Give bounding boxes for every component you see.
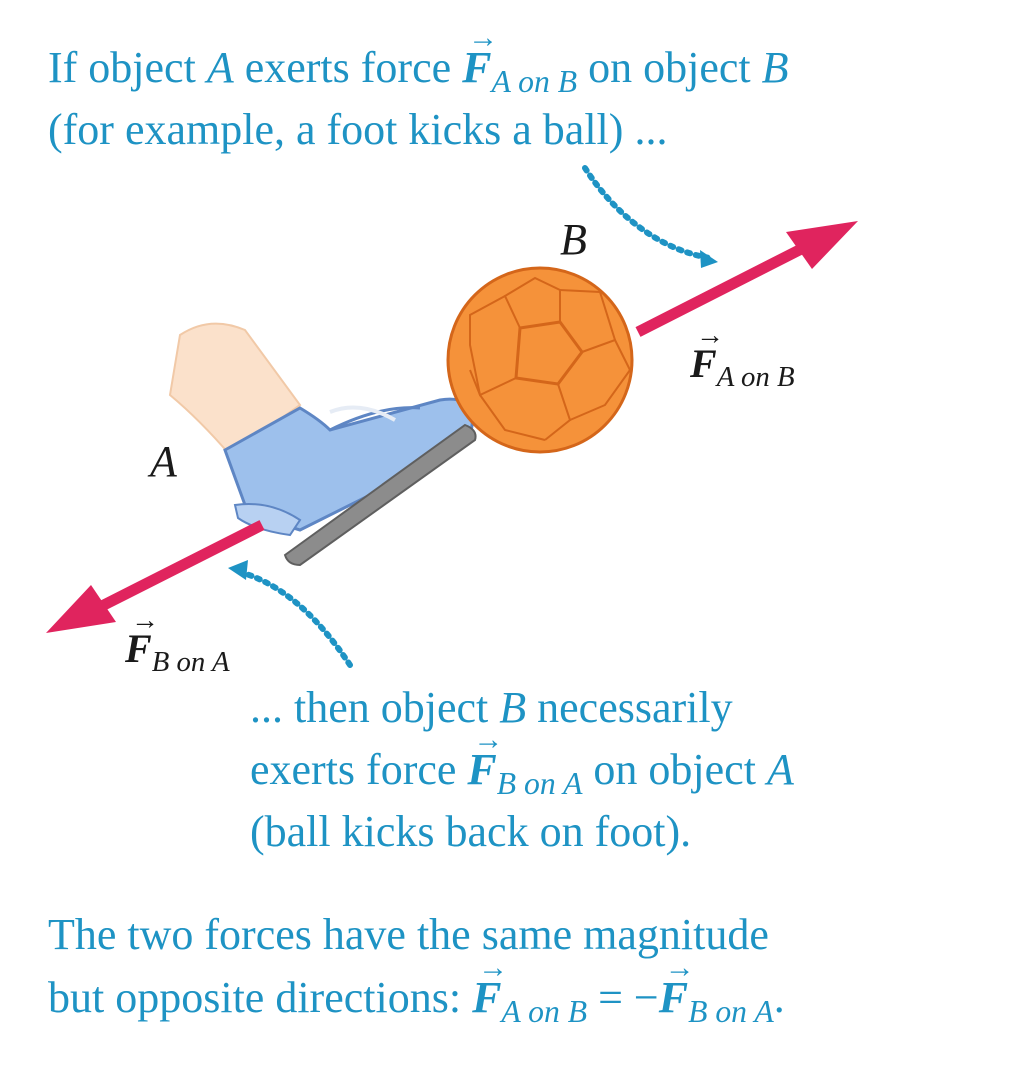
equals-sign: = (598, 973, 623, 1022)
caption-middle-line3: (ball kicks back on foot). (250, 807, 692, 856)
caption-middle-line1: ... then object B necessarily (250, 678, 733, 738)
object-a-ref: A (206, 43, 234, 92)
force-label-a-on-b: FA on B (690, 312, 795, 394)
force-subscript: B on A (151, 646, 230, 679)
pointer-head-bottom (228, 560, 248, 580)
caption-bottom-line2: but opposite directions: FA on B = −FB o… (48, 938, 785, 1032)
text-segment: ... then object (250, 683, 489, 732)
pointer-head-top (700, 250, 718, 268)
caption-top-line1: If object A exerts force FA on B on obje… (48, 8, 789, 102)
object-a-ref: A (766, 745, 794, 794)
force-vector-symbol: F (659, 938, 695, 1028)
force-vector-symbol: F (462, 8, 498, 98)
minus-sign: − (633, 973, 659, 1022)
text-segment: exerts force (250, 745, 457, 794)
object-b-ref: B (499, 683, 527, 732)
force-subscript: B on A (688, 994, 774, 1030)
caption-middle-line2: exerts force FB on A on object A (250, 710, 794, 804)
text-segment: exerts force (244, 43, 452, 92)
force-subscript: A on B (491, 64, 578, 100)
dotted-pointer-top (582, 165, 713, 261)
force-subscript: A on B (501, 994, 588, 1030)
period: . (773, 973, 785, 1022)
text-segment: on object (593, 745, 756, 794)
text-segment: If object (48, 43, 196, 92)
shoe (223, 397, 477, 567)
text-segment: necessarily (537, 683, 733, 732)
force-vector-symbol: F (125, 597, 159, 673)
text-segment: on object (588, 43, 751, 92)
force-label-b-on-a: FB on A (125, 597, 230, 679)
force-arrow-a-on-b (635, 221, 858, 337)
object-b-ref: B (761, 43, 789, 92)
dotted-pointer-bottom (237, 569, 353, 668)
force-vector-symbol: F (472, 938, 508, 1028)
ball-label-b: B (560, 215, 587, 264)
caption-top-line2: (for example, a foot kicks a ball) ... (48, 105, 668, 154)
text-segment: but opposite directions: (48, 973, 462, 1022)
force-vector-symbol: F (690, 312, 724, 388)
force-subscript: B on A (496, 766, 583, 802)
force-vector-symbol: F (467, 710, 503, 800)
foot-label-a: A (150, 437, 177, 486)
force-arrow-b-on-a (46, 520, 265, 633)
soccer-ball (446, 266, 634, 454)
caption-bottom-line1: The two forces have the same magnitude (48, 910, 769, 959)
force-subscript: A on B (716, 361, 795, 394)
